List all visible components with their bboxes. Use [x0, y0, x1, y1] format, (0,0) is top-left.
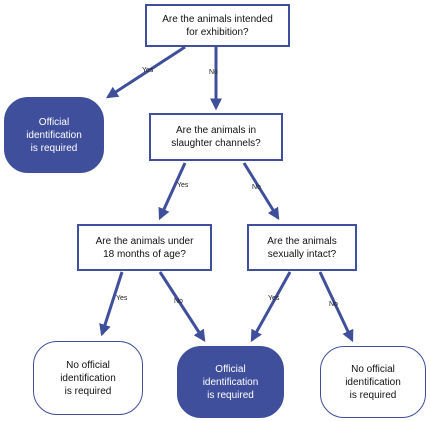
arrow-intact-no	[318, 271, 354, 343]
result-center-text: Official identification is required	[202, 363, 259, 401]
result-intact-no: No official identification is required	[320, 346, 426, 418]
question-age: Are the animals under 18 months of age?	[77, 224, 212, 271]
arrow-age-no	[158, 271, 206, 343]
arrow-exhibition-yes	[105, 45, 186, 99]
result-age-yes-text: No official identification is required	[60, 359, 116, 397]
question-exhibition-text: Are the animals intended for exhibition?	[162, 13, 273, 38]
arrow-intact-yes	[250, 271, 292, 343]
label-exhibition-no: No	[209, 69, 218, 76]
question-exhibition: Are the animals intended for exhibition?	[145, 4, 290, 47]
result-center: Official identification is required	[177, 346, 284, 418]
question-slaughter: Are the animals in slaughter channels?	[149, 113, 283, 161]
question-age-text: Are the animals under 18 months of age?	[95, 235, 194, 260]
arrow-slaughter-no	[242, 162, 280, 221]
label-intact-no: No	[329, 301, 338, 308]
result-exhibition-yes-text: Official identification is required	[26, 116, 82, 154]
result-intact-no-text: No official identification is required	[345, 363, 401, 401]
question-slaughter-text: Are the animals in slaughter channels?	[171, 125, 261, 149]
question-intact-text: Are the animals sexually intact?	[267, 235, 337, 260]
label-age-yes: Yes	[116, 295, 128, 302]
label-slaughter-no: No	[252, 184, 261, 191]
result-exhibition-yes: Official identification is required	[4, 97, 104, 173]
label-age-no: No	[174, 298, 183, 305]
arrow-slaughter-yes	[158, 162, 187, 221]
question-intact: Are the animals sexually intact?	[247, 224, 357, 271]
arrow-age-yes	[99, 271, 124, 337]
result-age-yes: No official identification is required	[33, 341, 143, 415]
label-exhibition-yes: Yes	[142, 67, 154, 74]
label-intact-yes: Yes	[268, 295, 280, 302]
label-slaughter-yes: Yes	[177, 182, 189, 189]
